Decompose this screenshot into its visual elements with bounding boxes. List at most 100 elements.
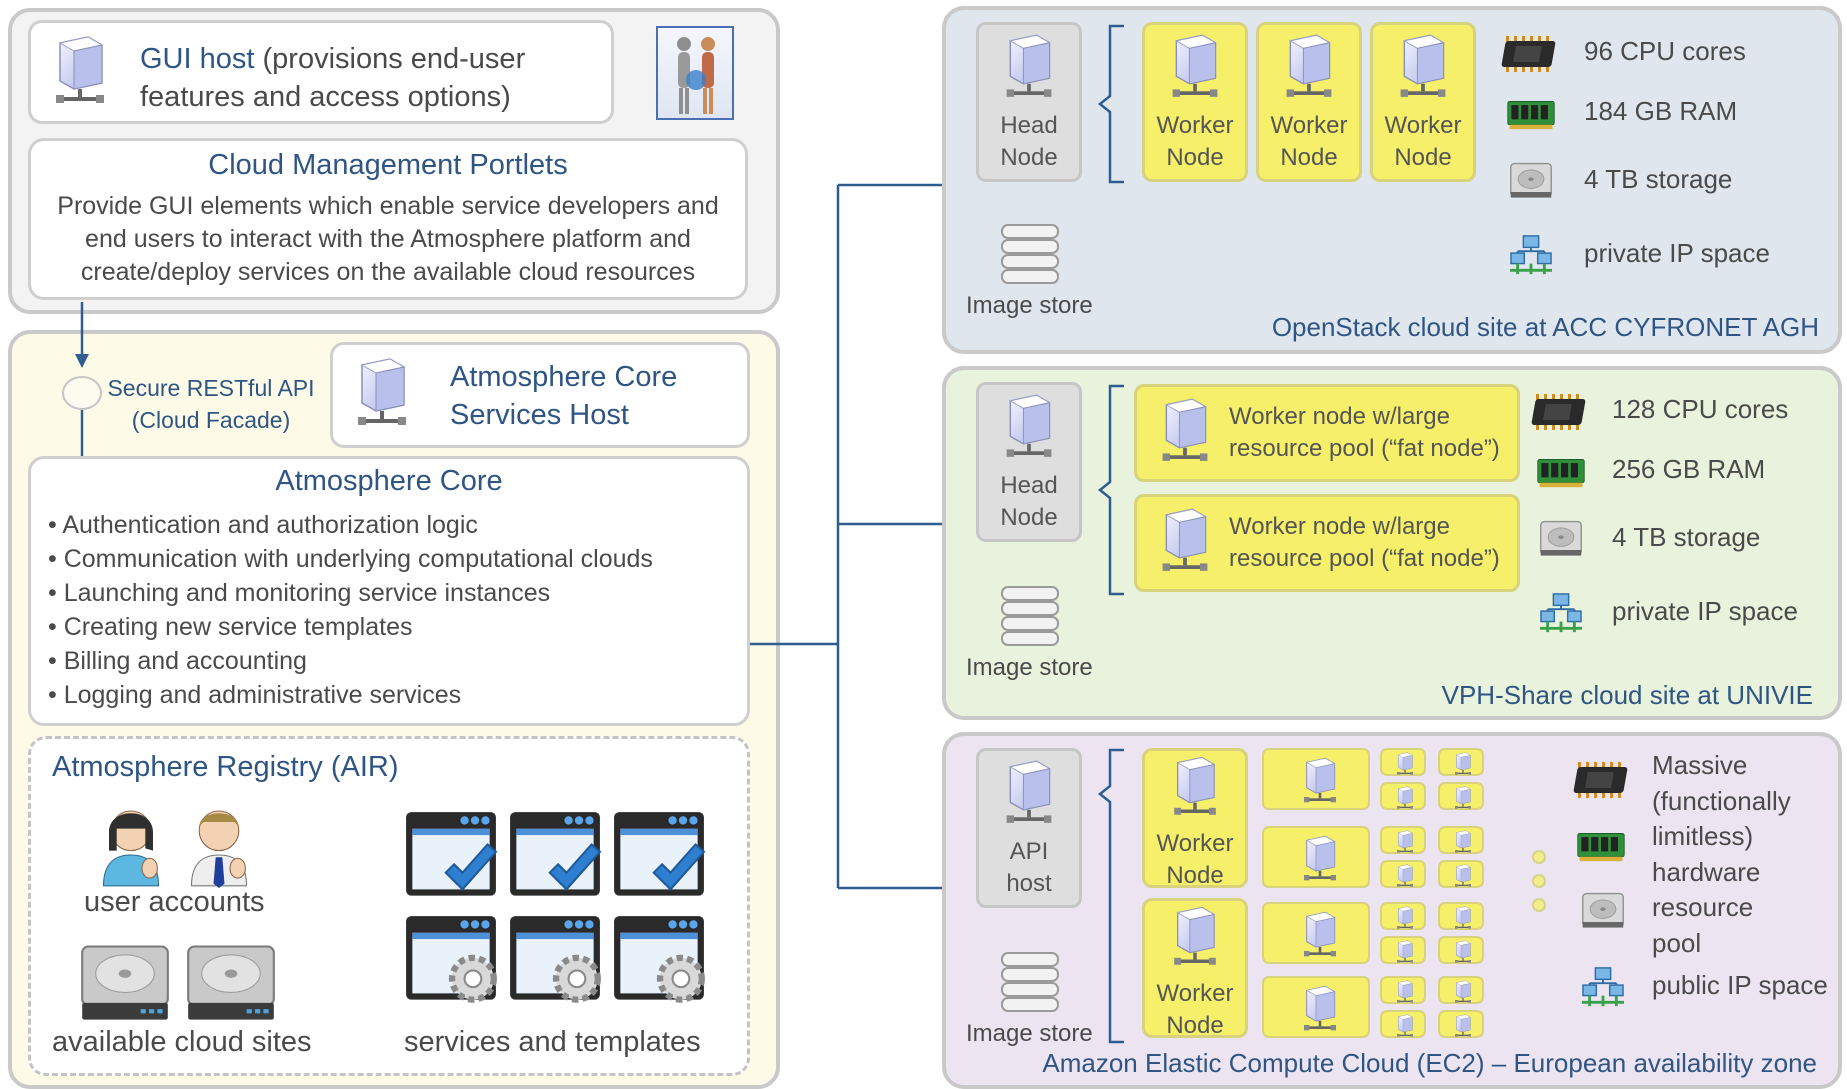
site1-head-label-1: Head <box>1000 112 1058 139</box>
gui-host-desc-2: features and access options) <box>140 81 511 113</box>
site2-head-label-2: Node <box>1000 504 1058 531</box>
site1-ram-label: 184 GB RAM <box>1584 96 1738 126</box>
site3-vm-node <box>1262 748 1370 810</box>
site2-bracket <box>1097 384 1124 596</box>
site3-tiny-vm <box>1380 748 1426 776</box>
cpu-icon <box>1530 392 1586 432</box>
worker-label-1: Worker <box>1156 112 1234 139</box>
site1-image-store-label: Image store <box>966 292 1093 319</box>
portlets-desc-line: end users to interact with the Atmospher… <box>85 225 691 253</box>
storage-icon <box>1580 890 1626 932</box>
worker-label-2: Node <box>1166 862 1224 889</box>
portlets-desc-line: Provide GUI elements which enable servic… <box>57 192 719 220</box>
worker-label-2: Node <box>1166 144 1224 171</box>
core-host-line1: Atmosphere Core <box>450 361 678 393</box>
site3-pool-label: Massive (functionally limitless) hardwar… <box>1652 748 1791 961</box>
site2-head-label-1: Head <box>1000 472 1058 499</box>
network-icon <box>1508 234 1554 276</box>
site2-fat-node: Worker node w/large resource pool (“fat … <box>1134 384 1520 482</box>
gui-host-box <box>28 20 614 124</box>
site1-image-store-icon <box>1000 220 1060 286</box>
site3-tiny-vm <box>1380 936 1426 964</box>
site1-title: OpenStack cloud site at ACC CYFRONET AGH <box>1271 312 1819 342</box>
site3-tiny-vm <box>1438 976 1484 1004</box>
site2-storage-label: 4 TB storage <box>1612 522 1761 552</box>
site1-cpu-label: 96 CPU cores <box>1584 36 1746 66</box>
pool-label-line: resource <box>1652 892 1754 922</box>
core-feature-item: • Authentication and authorization logic <box>48 511 478 539</box>
site3-tiny-vm <box>1438 782 1484 810</box>
gui-host-label: GUI host (provisions end-user features a… <box>140 40 525 116</box>
site3-worker-node: Worker Node <box>1142 898 1248 1039</box>
site3-tiny-vm <box>1438 748 1484 776</box>
core-feature-text: Authentication and authorization logic <box>62 511 478 539</box>
ram-icon <box>1576 826 1626 866</box>
network-icon <box>1580 966 1626 1008</box>
vph-humans-image <box>656 26 734 120</box>
worker-label-1: Worker <box>1156 980 1234 1007</box>
site3-title: Amazon Elastic Compute Cloud (EC2) – Eur… <box>1042 1048 1817 1078</box>
site1-head-label-2: Node <box>1000 144 1058 171</box>
worker-label-1: Worker <box>1270 112 1348 139</box>
core-feature-text: Launching and monitoring service instanc… <box>63 579 551 607</box>
core-host-label: Atmosphere Core Services Host <box>450 358 677 434</box>
site2-image-store-label: Image store <box>966 654 1093 681</box>
pool-label-line: (functionally <box>1652 785 1791 816</box>
fat-node-label-2: resource pool (“fat node”) <box>1229 435 1500 462</box>
site2-ram-label: 256 GB RAM <box>1612 454 1766 484</box>
site3-bracket <box>1097 748 1124 1044</box>
site2-head-node: Head Node <box>976 382 1082 542</box>
storage-icon <box>1508 160 1554 202</box>
core-feature-text: Billing and accounting <box>63 647 307 675</box>
worker-label-2: Node <box>1394 144 1452 171</box>
ram-icon <box>1536 452 1586 492</box>
worker-label-2: Node <box>1280 144 1338 171</box>
core-feature-item: • Creating new service templates <box>48 613 413 641</box>
fat-node-label-1: Worker node w/large <box>1229 513 1450 540</box>
gui-host-title: GUI host <box>140 43 255 75</box>
site3-tiny-vm <box>1438 1010 1484 1038</box>
site3-tiny-vm <box>1380 976 1426 1004</box>
site3-tiny-vm <box>1380 902 1426 930</box>
core-feature-item: • Billing and accounting <box>48 647 307 675</box>
api-endpoint-circle <box>62 376 102 410</box>
core-feature-item: • Logging and administrative services <box>48 681 462 709</box>
atmosphere-core-title: Atmosphere Core <box>275 465 503 497</box>
portlets-box <box>28 138 748 300</box>
core-feature-item: • Communication with underlying computat… <box>48 545 653 573</box>
core-feature-text: Communication with underlying computatio… <box>63 545 653 573</box>
more-nodes-dot <box>1532 874 1546 888</box>
site2-title: VPH-Share cloud site at UNIVIE <box>1441 680 1813 710</box>
site3-tiny-vm <box>1380 860 1426 888</box>
pool-label-line: limitless) <box>1652 821 1754 851</box>
core-host-line2: Services Host <box>450 399 629 431</box>
core-features-list: • Authentication and authorization logic… <box>48 508 653 712</box>
pool-label-line: hardware <box>1652 856 1761 887</box>
ram-icon <box>1506 94 1556 134</box>
fat-node-label-1: Worker node w/large <box>1229 403 1450 430</box>
cpu-icon <box>1572 760 1628 800</box>
portlets-desc-line: create/deploy services on the available … <box>80 258 696 286</box>
more-nodes-dot <box>1532 850 1546 864</box>
site3-tiny-vm <box>1380 1010 1426 1038</box>
portlets-desc: Provide GUI elements which enable servic… <box>28 190 748 289</box>
site1-ip-label: private IP space <box>1584 238 1770 268</box>
gui-host-desc-1: (provisions end-user <box>254 43 526 75</box>
site1-worker-node: Worker Node <box>1142 22 1248 182</box>
atmosphere-core-box <box>28 456 750 726</box>
site2-ip-label: private IP space <box>1612 596 1798 626</box>
site3-tiny-vm <box>1380 826 1426 854</box>
site3-api-label-1: API <box>1009 838 1049 865</box>
fat-node-label-2: resource pool (“fat node”) <box>1229 545 1500 572</box>
pool-label-line: pool <box>1652 927 1702 958</box>
site2-fat-node: Worker node w/large resource pool (“fat … <box>1134 494 1520 592</box>
site3-tiny-vm <box>1380 782 1426 810</box>
api-label-line1: Secure RESTful API <box>107 375 315 401</box>
site3-ip-label: public IP space <box>1652 970 1828 1000</box>
site1-storage-label: 4 TB storage <box>1584 164 1733 194</box>
core-feature-text: Creating new service templates <box>63 613 413 641</box>
site3-tiny-vm <box>1438 826 1484 854</box>
cpu-icon <box>1500 34 1556 74</box>
